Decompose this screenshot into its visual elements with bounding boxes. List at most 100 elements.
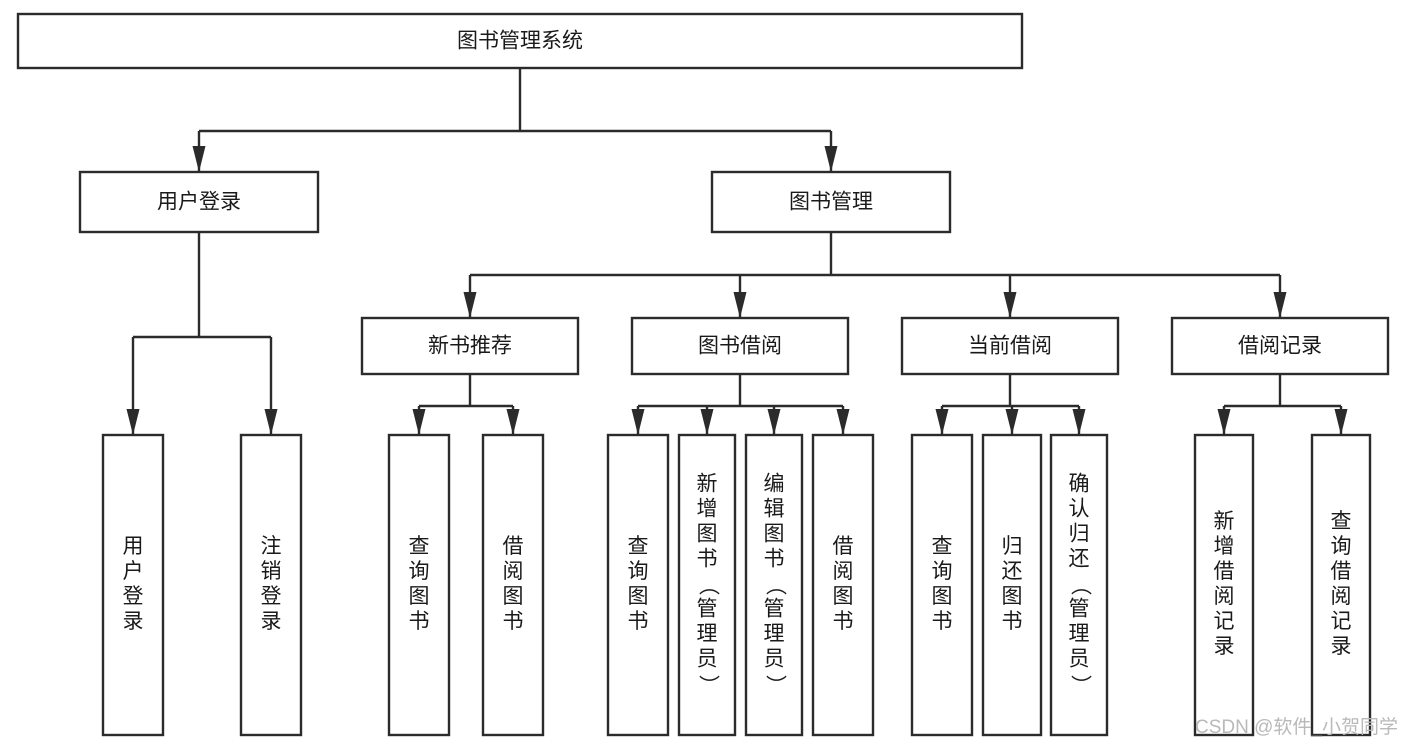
arrowhead-icon xyxy=(1273,292,1287,318)
node-label-book-management: 图书管理 xyxy=(789,191,873,214)
leaf-box-add-borrow-record[interactable] xyxy=(1193,433,1255,737)
svg-text:书: 书 xyxy=(833,610,854,633)
arrowhead-icon xyxy=(1005,409,1019,435)
node-box-user-login[interactable] xyxy=(78,170,320,234)
leaf-user-login-leaf[interactable]: 用户登录 xyxy=(101,433,165,737)
svg-text:）: ） xyxy=(1068,675,1091,696)
leaf-box-query-book-2[interactable] xyxy=(606,433,670,737)
leaf-box-query-book-1[interactable] xyxy=(387,433,451,737)
svg-text:员: 员 xyxy=(764,648,785,671)
leaf-box-query-book-3[interactable] xyxy=(910,433,974,737)
svg-text:记: 记 xyxy=(1214,610,1235,633)
leaf-box-borrow-book-1[interactable] xyxy=(481,433,545,737)
node-book-borrow[interactable]: 图书借阅 xyxy=(630,316,850,376)
svg-text:员: 员 xyxy=(1069,648,1090,671)
leaf-box-add-book-admin[interactable] xyxy=(677,433,737,737)
node-borrow-record[interactable]: 借阅记录 xyxy=(1170,316,1390,376)
svg-text:查: 查 xyxy=(1331,510,1352,533)
node-label-root: 图书管理系统 xyxy=(457,30,583,53)
node-new-book-recommend[interactable]: 新书推荐 xyxy=(360,316,580,376)
leaf-box-edit-book-admin[interactable] xyxy=(744,433,804,737)
leaf-box-user-logout-leaf[interactable] xyxy=(239,433,303,737)
svg-text:理: 理 xyxy=(764,623,785,646)
node-label-current-borrow: 当前借阅 xyxy=(968,335,1052,358)
svg-text:书: 书 xyxy=(764,548,785,571)
svg-text:增: 增 xyxy=(697,498,718,521)
svg-text:（: （ xyxy=(696,575,719,596)
arrowhead-icon xyxy=(506,409,520,435)
node-root[interactable]: 图书管理系统 xyxy=(16,12,1024,70)
arrowhead-icon xyxy=(700,409,714,435)
svg-text:还: 还 xyxy=(1002,560,1023,583)
svg-text:询: 询 xyxy=(628,560,649,583)
arrowhead-icon xyxy=(264,409,278,435)
node-layer: 图书管理系统用户登录图书管理新书推荐图书借阅当前借阅借阅记录用户登录注销登录查询… xyxy=(16,12,1390,737)
svg-text:销: 销 xyxy=(261,560,282,583)
leaf-box-return-book[interactable] xyxy=(981,433,1043,737)
node-label-borrow-record: 借阅记录 xyxy=(1238,335,1322,358)
svg-text:管: 管 xyxy=(697,598,718,621)
svg-text:户: 户 xyxy=(123,560,144,583)
svg-text:（: （ xyxy=(1068,575,1091,596)
node-book-management[interactable]: 图书管理 xyxy=(710,170,952,234)
arrowhead-icon xyxy=(1003,292,1017,318)
node-user-login[interactable]: 用户登录 xyxy=(78,170,320,234)
node-box-borrow-record[interactable] xyxy=(1170,316,1390,376)
arrowhead-icon xyxy=(1072,409,1086,435)
leaf-box-confirm-return-admin[interactable] xyxy=(1049,433,1109,737)
svg-text:图: 图 xyxy=(409,585,430,608)
node-label-new-book-recommend: 新书推荐 xyxy=(428,335,512,358)
svg-text:理: 理 xyxy=(1069,623,1090,646)
csdn-watermark: CSDN @软件_小贺同学 xyxy=(1195,716,1398,738)
svg-text:借: 借 xyxy=(833,535,854,558)
svg-text:询: 询 xyxy=(409,560,430,583)
leaf-box-user-login-leaf[interactable] xyxy=(101,433,165,737)
svg-text:图: 图 xyxy=(764,523,785,546)
node-current-borrow[interactable]: 当前借阅 xyxy=(900,316,1120,376)
svg-text:录: 录 xyxy=(123,610,144,633)
svg-text:图: 图 xyxy=(503,585,524,608)
node-box-current-borrow[interactable] xyxy=(900,316,1120,376)
node-box-book-borrow[interactable] xyxy=(630,316,850,376)
svg-text:图: 图 xyxy=(628,585,649,608)
arrowhead-icon xyxy=(126,409,140,435)
leaf-box-borrow-book-2[interactable] xyxy=(811,433,875,737)
svg-text:书: 书 xyxy=(697,548,718,571)
svg-text:还: 还 xyxy=(1069,548,1090,571)
node-box-new-book-recommend[interactable] xyxy=(360,316,580,376)
node-box-root[interactable] xyxy=(16,12,1024,70)
svg-text:书: 书 xyxy=(1002,610,1023,633)
svg-text:录: 录 xyxy=(1331,635,1352,658)
svg-text:图: 图 xyxy=(1002,585,1023,608)
arrowhead-icon xyxy=(836,409,850,435)
leaf-box-query-borrow-record[interactable] xyxy=(1310,433,1372,737)
arrowhead-icon xyxy=(463,292,477,318)
svg-text:）: ） xyxy=(763,675,786,696)
node-box-book-management[interactable] xyxy=(710,170,952,234)
svg-text:记: 记 xyxy=(1331,610,1352,633)
arrowhead-icon xyxy=(192,146,206,172)
leaf-label-user-login-leaf: 用户登录 xyxy=(123,535,144,633)
svg-text:员: 员 xyxy=(697,648,718,671)
svg-text:登: 登 xyxy=(123,585,144,608)
svg-text:查: 查 xyxy=(628,535,649,558)
